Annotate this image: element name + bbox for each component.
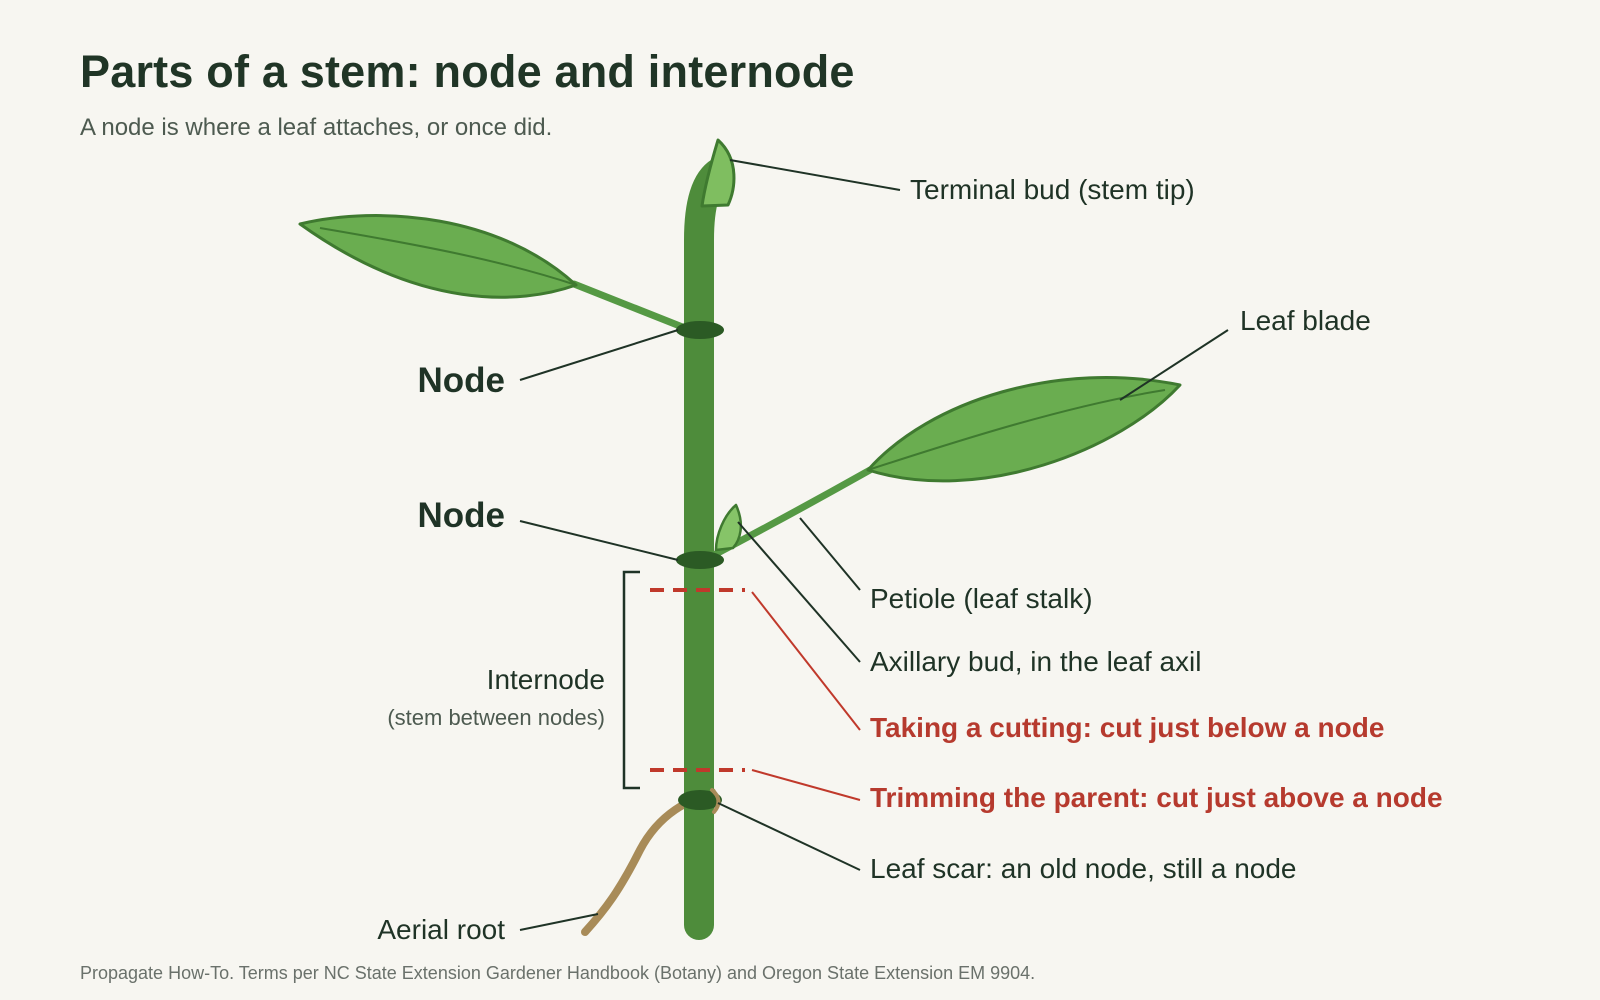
upper-node bbox=[676, 321, 724, 339]
page-subtitle: A node is where a leaf attaches, or once… bbox=[80, 114, 553, 141]
page-title: Parts of a stem: node and internode bbox=[80, 46, 855, 97]
leader-node-upper bbox=[519, 329, 679, 381]
lower-node bbox=[676, 551, 724, 569]
label-leaf-blade: Leaf blade bbox=[1240, 305, 1371, 336]
leader-petiole bbox=[799, 517, 861, 591]
label-terminal-bud: Terminal bud (stem tip) bbox=[910, 174, 1195, 205]
lower-leaf-blade bbox=[866, 376, 1182, 483]
label-cutting: Taking a cutting: cut just below a node bbox=[870, 712, 1384, 743]
upper-leaf-midrib bbox=[319, 227, 577, 286]
lower-leaf-midrib bbox=[867, 389, 1166, 471]
upper-petiole bbox=[570, 280, 694, 334]
leader-trimming bbox=[751, 769, 861, 801]
leader-leaf-scar bbox=[717, 802, 861, 871]
leader-cutting bbox=[751, 591, 861, 731]
upper-leaf-blade bbox=[298, 214, 578, 299]
label-leaf-scar: Leaf scar: an old node, still a node bbox=[870, 853, 1297, 884]
leader-terminal-bud bbox=[729, 159, 901, 191]
leaf-scar-node bbox=[678, 790, 722, 810]
label-petiole: Petiole (leaf stalk) bbox=[870, 583, 1093, 614]
label-aerial-root: Aerial root bbox=[377, 914, 505, 945]
axillary-bud bbox=[714, 503, 743, 552]
leader-aerial-root bbox=[519, 913, 599, 931]
label-node-upper: Node bbox=[418, 361, 506, 400]
internode-bracket bbox=[622, 570, 640, 790]
leaf-scar-rim bbox=[710, 788, 721, 814]
leader-leaf-blade bbox=[1119, 329, 1229, 401]
leader-node-lower bbox=[519, 520, 679, 561]
label-node-lower: Node bbox=[418, 496, 506, 535]
leader-axillary-bud bbox=[737, 521, 861, 663]
label-internode: Internode bbox=[487, 664, 605, 695]
source-note: Propagate How-To. Terms per NC State Ext… bbox=[80, 963, 1036, 983]
label-axillary-bud: Axillary bud, in the leaf axil bbox=[870, 646, 1202, 677]
label-internode-note: (stem between nodes) bbox=[387, 705, 605, 730]
label-trimming: Trimming the parent: cut just above a no… bbox=[870, 782, 1443, 813]
